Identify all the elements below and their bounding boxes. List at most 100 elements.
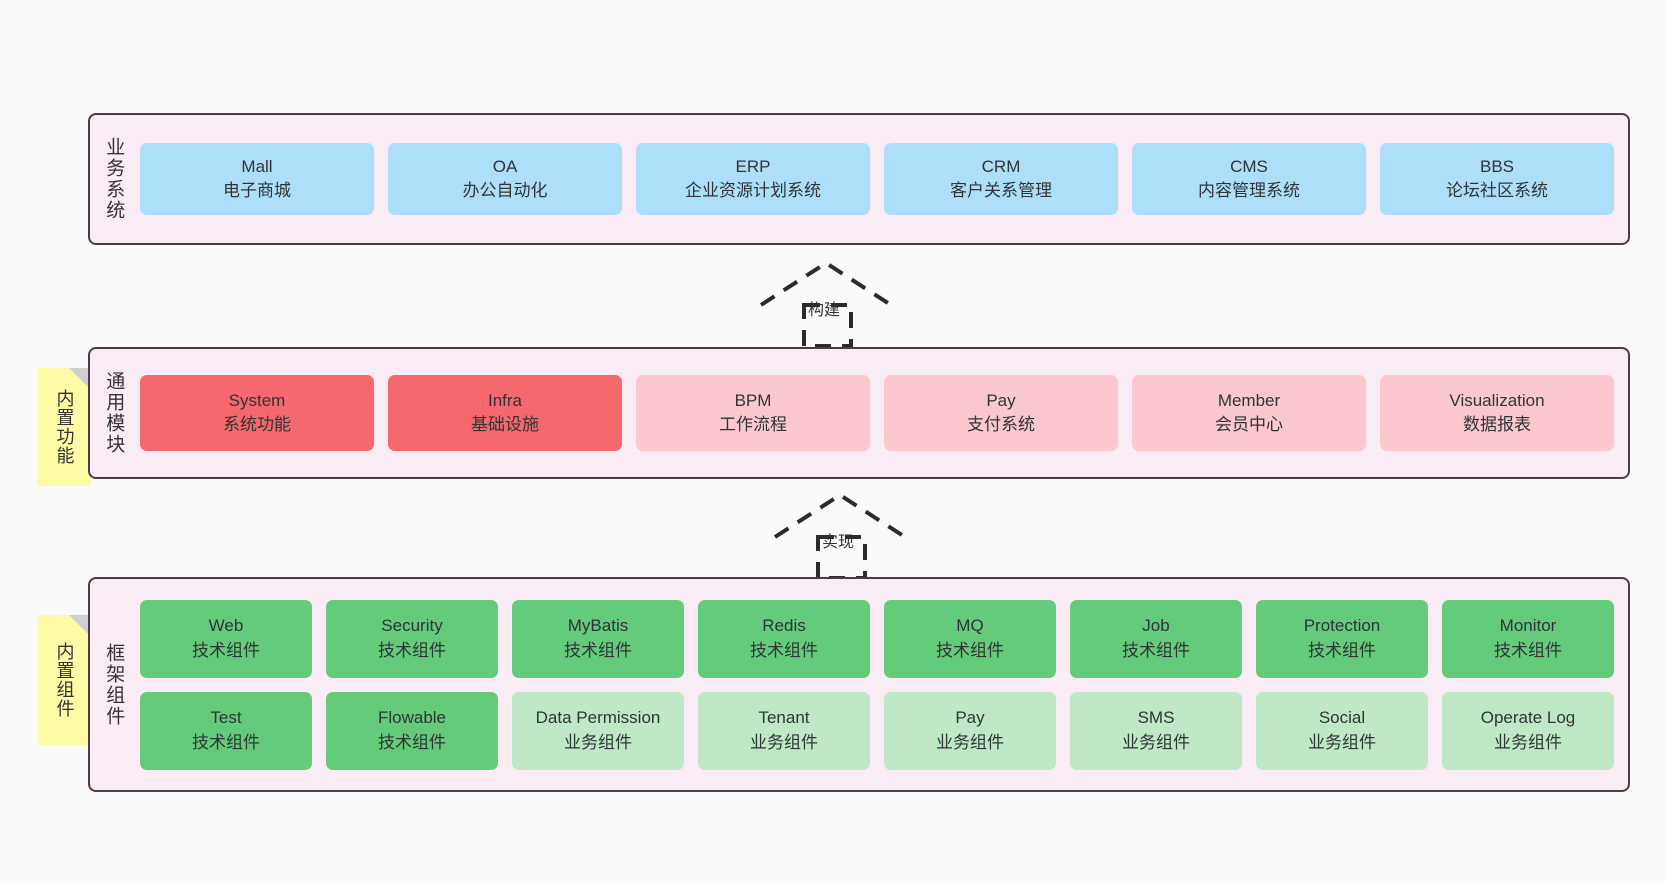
node-title: Monitor — [1499, 616, 1557, 636]
node-bpm[interactable]: BPM 工作流程 — [636, 375, 870, 451]
node-job[interactable]: Job 技术组件 — [1070, 599, 1242, 678]
arrow-shaft-build — [802, 303, 853, 348]
node-subtitle: 会员中心 — [1215, 415, 1283, 434]
node-title: ERP — [735, 156, 771, 176]
node-title: Pay — [986, 390, 1016, 410]
node-title: Test — [210, 708, 242, 728]
node-title: Job — [1142, 616, 1170, 636]
node-subtitle: 论坛社区系统 — [1446, 181, 1548, 200]
node-subtitle: 数据报表 — [1463, 415, 1531, 434]
node-mybatis[interactable]: MyBatis 技术组件 — [512, 599, 684, 678]
node-title: Redis — [762, 616, 806, 636]
connector-label-build: 构建 — [808, 302, 841, 319]
node-title: Infra — [487, 390, 523, 410]
node-redis[interactable]: Redis 技术组件 — [698, 599, 870, 678]
node-subtitle: 技术组件 — [564, 640, 632, 660]
sticky-note-builtin-functions: 内置功能 — [37, 368, 91, 486]
node-mq[interactable]: MQ 技术组件 — [884, 599, 1056, 678]
node-mall[interactable]: Mall 电子商城 — [140, 143, 374, 215]
node-monitor[interactable]: Monitor 技术组件 — [1442, 599, 1614, 678]
sticky-note-builtin-components: 内置组件 — [37, 615, 91, 745]
node-pay-business[interactable]: Pay 业务组件 — [884, 691, 1056, 770]
node-cms[interactable]: CMS 内容管理系统 — [1132, 143, 1366, 215]
node-subtitle: 业务组件 — [564, 732, 632, 752]
node-subtitle: 电子商城 — [223, 181, 291, 200]
sticky-note-label: 内置功能 — [54, 389, 75, 465]
node-subtitle: 技术组件 — [192, 732, 260, 752]
node-subtitle: 办公自动化 — [462, 181, 548, 200]
node-title: Protection — [1303, 616, 1381, 636]
node-system[interactable]: System 系统功能 — [140, 375, 374, 451]
node-title: SMS — [1137, 708, 1175, 728]
node-security[interactable]: Security 技术组件 — [326, 599, 498, 678]
node-title: Data Permission — [535, 708, 661, 728]
node-subtitle: 基础设施 — [471, 415, 539, 434]
node-subtitle: 技术组件 — [936, 640, 1004, 660]
node-row: Web 技术组件 Security 技术组件 MyBatis 技术组件 Redi… — [140, 599, 1614, 678]
node-subtitle: 业务组件 — [1122, 732, 1190, 752]
connector-build: 构建 — [758, 258, 898, 348]
node-subtitle: 业务组件 — [1494, 732, 1562, 752]
node-protection[interactable]: Protection 技术组件 — [1256, 599, 1428, 678]
node-subtitle: 技术组件 — [378, 640, 446, 660]
node-operate-log[interactable]: Operate Log 业务组件 — [1442, 691, 1614, 770]
node-subtitle: 技术组件 — [378, 732, 446, 752]
node-member[interactable]: Member 会员中心 — [1132, 375, 1366, 451]
connector-implement: 实现 — [772, 490, 912, 580]
node-title: Mall — [241, 156, 273, 176]
node-title: MQ — [956, 616, 984, 636]
node-flowable[interactable]: Flowable 技术组件 — [326, 691, 498, 770]
band-title-common-modules: 通用模块 — [103, 371, 125, 455]
node-subtitle: 业务组件 — [1308, 732, 1376, 752]
node-test[interactable]: Test 技术组件 — [140, 691, 312, 770]
node-title: Pay — [955, 708, 985, 728]
node-title: BPM — [734, 390, 772, 410]
node-subtitle: 技术组件 — [1494, 640, 1562, 660]
node-title: Security — [381, 616, 443, 636]
connector-label-implement: 实现 — [822, 534, 855, 551]
node-erp[interactable]: ERP 企业资源计划系统 — [636, 143, 870, 215]
node-infra[interactable]: Infra 基础设施 — [388, 375, 622, 451]
node-title: MyBatis — [567, 616, 629, 636]
node-title: Web — [208, 616, 244, 636]
node-tenant[interactable]: Tenant 业务组件 — [698, 691, 870, 770]
node-subtitle: 技术组件 — [750, 640, 818, 660]
note-fold-corner-icon — [69, 368, 91, 390]
node-pay[interactable]: Pay 支付系统 — [884, 375, 1118, 451]
band-body-common-modules: System 系统功能 Infra 基础设施 BPM 工作流程 Pay 支付系统 — [136, 349, 1628, 477]
note-fold-corner-icon — [69, 615, 91, 637]
node-title: System — [228, 390, 286, 410]
node-subtitle: 技术组件 — [192, 640, 260, 660]
node-subtitle: 工作流程 — [719, 415, 787, 434]
node-oa[interactable]: OA 办公自动化 — [388, 143, 622, 215]
node-social[interactable]: Social 业务组件 — [1256, 691, 1428, 770]
node-bbs[interactable]: BBS 论坛社区系统 — [1380, 143, 1614, 215]
node-title: Tenant — [758, 708, 810, 728]
node-subtitle: 客户关系管理 — [950, 181, 1052, 200]
band-framework-components: 框架组件 Web 技术组件 Security 技术组件 MyBatis 技术组件 — [88, 577, 1630, 792]
node-subtitle: 技术组件 — [1122, 640, 1190, 660]
band-business-systems: 业务系统 Mall 电子商城 OA 办公自动化 ERP 企业资源计划系统 — [88, 113, 1630, 245]
node-subtitle: 系统功能 — [223, 415, 291, 434]
node-title: CRM — [981, 156, 1021, 176]
node-web[interactable]: Web 技术组件 — [140, 599, 312, 678]
node-subtitle: 企业资源计划系统 — [685, 181, 821, 200]
node-title: Social — [1318, 708, 1366, 728]
sticky-note-label: 内置组件 — [54, 642, 75, 718]
node-visualization[interactable]: Visualization 数据报表 — [1380, 375, 1614, 451]
band-body-business-systems: Mall 电子商城 OA 办公自动化 ERP 企业资源计划系统 CRM 客户关系… — [136, 115, 1628, 243]
node-subtitle: 支付系统 — [967, 415, 1035, 434]
node-subtitle: 内容管理系统 — [1198, 181, 1300, 200]
node-sms[interactable]: SMS 业务组件 — [1070, 691, 1242, 770]
node-title: CMS — [1230, 156, 1268, 176]
node-data-permission[interactable]: Data Permission 业务组件 — [512, 691, 684, 770]
node-title: OA — [492, 156, 518, 176]
band-title-framework-components: 框架组件 — [103, 642, 125, 727]
node-row: System 系统功能 Infra 基础设施 BPM 工作流程 Pay 支付系统 — [140, 375, 1614, 451]
node-crm[interactable]: CRM 客户关系管理 — [884, 143, 1118, 215]
node-title: Visualization — [1449, 390, 1545, 410]
node-title: Flowable — [377, 708, 447, 728]
band-title-business-systems: 业务系统 — [103, 137, 125, 221]
band-common-modules: 通用模块 System 系统功能 Infra 基础设施 BPM 工作流程 — [88, 347, 1630, 479]
